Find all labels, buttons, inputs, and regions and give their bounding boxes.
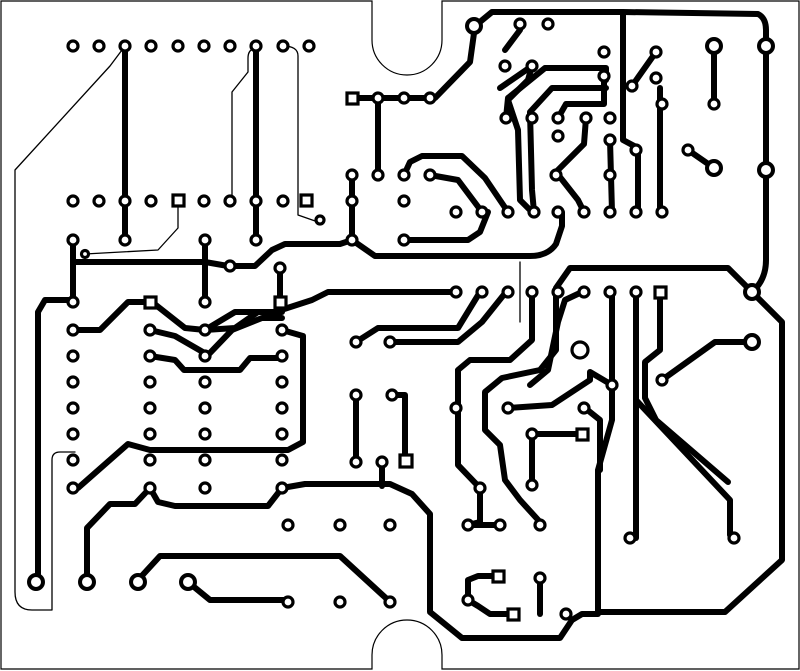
round-pads: [66, 17, 741, 621]
copper-traces: [35, 9, 785, 641]
square-pads: [143, 91, 668, 622]
large-pads: [27, 17, 775, 591]
